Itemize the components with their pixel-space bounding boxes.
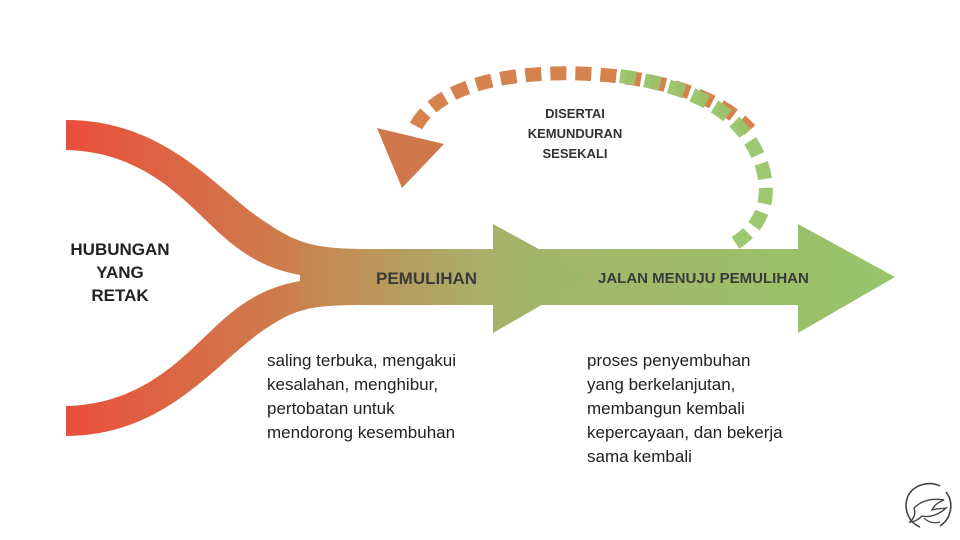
setback-label-line: DISERTAI bbox=[545, 106, 605, 121]
stage2-description-line: sama kembali bbox=[587, 447, 692, 466]
start-label-line: YANG bbox=[96, 263, 144, 282]
start-label-line: HUBUNGAN bbox=[70, 240, 170, 259]
stage2-arrow bbox=[520, 224, 895, 333]
stage2-label: JALAN MENUJU PEMULIHAN bbox=[598, 270, 809, 287]
setback-arrowhead bbox=[377, 128, 444, 188]
stage1-description-line: kesalahan, menghibur, bbox=[267, 375, 439, 394]
setback-label: DISERTAI KEMUNDURAN SESEKALI bbox=[495, 104, 655, 164]
start-label-line: RETAK bbox=[91, 286, 149, 305]
stage1-description-line: saling terbuka, mengakui bbox=[267, 351, 457, 370]
setback-label-line: KEMUNDURAN bbox=[527, 126, 623, 141]
stage1-label: PEMULIHAN bbox=[376, 269, 478, 288]
setback-dashed-arc bbox=[409, 66, 773, 253]
setback-label-line: SESEKALI bbox=[542, 146, 608, 161]
bottom-curved-stem bbox=[66, 276, 370, 436]
stage2-description-line: kepercayaan, dan bekerja bbox=[587, 423, 783, 442]
stage1-description-line: pertobatan untuk bbox=[267, 399, 395, 418]
start-label: HUBUNGAN YANG RETAK bbox=[40, 238, 200, 307]
stage1-description-line: mendorong kesembuhan bbox=[267, 423, 456, 442]
top-curved-stem bbox=[66, 120, 370, 280]
stage1-description: saling terbuka, mengakui kesalahan, meng… bbox=[267, 349, 456, 445]
stage2-description-line: proses penyembuhan bbox=[587, 351, 751, 370]
stage2-description: proses penyembuhan yang berkelanjutan, m… bbox=[587, 349, 783, 469]
stage2-description-line: yang berkelanjutan, bbox=[587, 375, 736, 394]
stage1-arrow bbox=[300, 224, 590, 333]
dove-circle-icon bbox=[905, 482, 952, 528]
stage2-description-line: membangun kembali bbox=[587, 399, 745, 418]
